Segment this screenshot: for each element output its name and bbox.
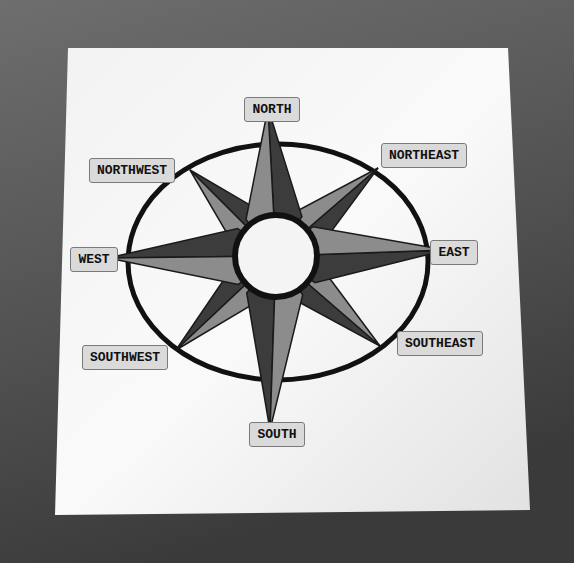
direction-text: SOUTHWEST: [90, 350, 160, 365]
paper-sheet: [55, 48, 530, 515]
direction-text: EAST: [438, 245, 469, 260]
direction-label: SOUTH: [249, 422, 304, 447]
direction-label: SOUTHEAST: [397, 331, 483, 356]
direction-text: WEST: [78, 252, 109, 267]
direction-label: WEST: [70, 247, 117, 272]
direction-text: NORTHEAST: [389, 148, 459, 163]
direction-text: NORTH: [252, 102, 291, 117]
direction-label: SOUTHWEST: [82, 345, 168, 370]
direction-label: EAST: [430, 240, 477, 265]
compass-center: [235, 215, 317, 297]
direction-text: SOUTHEAST: [405, 336, 475, 351]
direction-text: NORTHWEST: [97, 163, 167, 178]
direction-label: NORTH: [244, 97, 299, 122]
direction-label: NORTHWEST: [89, 158, 175, 183]
direction-label: NORTHEAST: [381, 143, 467, 168]
direction-text: SOUTH: [257, 427, 296, 442]
